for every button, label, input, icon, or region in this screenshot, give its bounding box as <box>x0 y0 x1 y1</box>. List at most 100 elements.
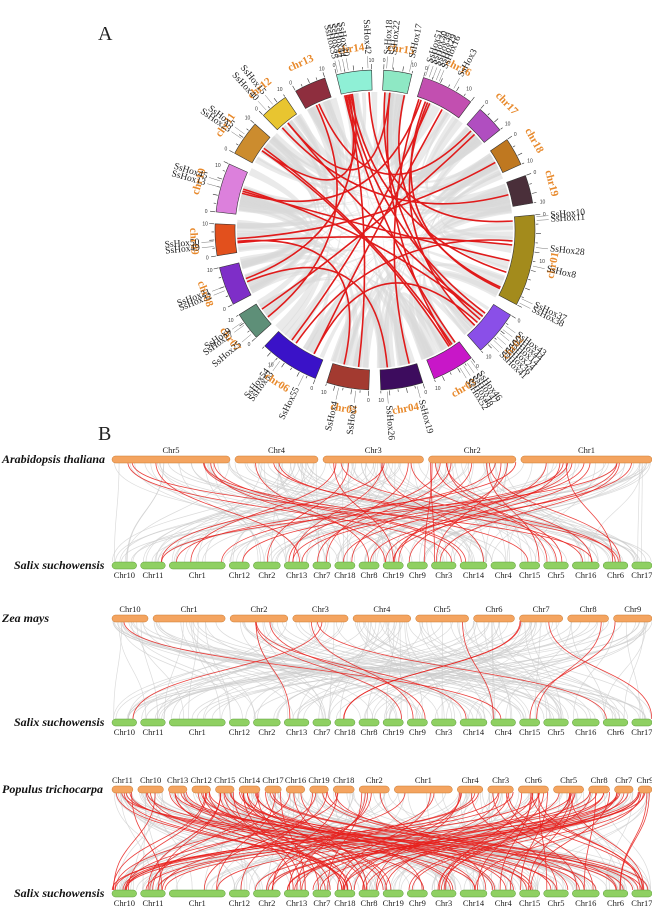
homolog-link <box>112 791 206 891</box>
gene-leader <box>257 101 267 111</box>
chromosome-bar <box>140 718 166 727</box>
homolog-link <box>288 791 369 891</box>
homolog-link <box>124 791 514 891</box>
duplication-link <box>393 98 420 364</box>
gene-label: SsHox26 <box>383 405 396 441</box>
background-link <box>438 162 510 210</box>
chromosome-bar <box>394 785 453 794</box>
gene-leader <box>338 59 342 72</box>
chromosome-label: chr14 <box>337 41 366 57</box>
chromosome-tick <box>235 143 239 146</box>
chromosome-tick <box>212 193 218 196</box>
background-link <box>364 461 568 563</box>
chromosome-block <box>416 77 472 119</box>
homolog-link <box>370 461 632 563</box>
species-label: Populus trichocarpa <box>2 782 103 796</box>
background-link <box>264 461 376 563</box>
chromosome-tick <box>300 84 303 87</box>
chromosome-tick <box>471 96 475 102</box>
chromosome-bar <box>459 561 488 570</box>
gene-leader <box>386 56 388 69</box>
chromosome-bar <box>253 718 281 727</box>
background-link <box>303 620 537 720</box>
chromosome-bar <box>543 718 569 727</box>
chromosome-label: Chr15 <box>214 775 235 785</box>
background-link <box>130 620 256 720</box>
chromosome-label: Chr16 <box>575 727 596 737</box>
chromosome-label: Chr12 <box>229 898 250 908</box>
gene-leader <box>334 60 338 73</box>
chromosome-label: Chr7 <box>313 898 330 908</box>
segmental-duplication-links <box>237 92 513 368</box>
chromosome-bar <box>459 718 488 727</box>
background-link <box>641 461 643 563</box>
tick-label: 10 <box>540 199 546 205</box>
background-link <box>575 791 620 891</box>
chromosome-label: Chr3 <box>492 775 509 785</box>
homolog-link <box>408 791 618 891</box>
chromosome-label: Chr2 <box>464 445 481 455</box>
chromosome-label: Chr17 <box>631 727 652 737</box>
chromosome-label: Chr10 <box>114 898 135 908</box>
chromosome-bar <box>111 718 137 727</box>
duplication-link <box>237 236 513 246</box>
chromosome-tick <box>225 295 229 298</box>
chromosome-bar <box>487 785 514 794</box>
background-link <box>573 620 616 720</box>
chromosome-label: Chr15 <box>519 570 540 580</box>
chromosome-bar <box>382 561 404 570</box>
chromosome-tick <box>350 389 352 395</box>
background-link <box>530 620 562 720</box>
background-link <box>535 461 596 563</box>
chromosome-label: Chr10 <box>140 775 161 785</box>
gene-leader <box>521 298 533 305</box>
background-link <box>116 620 492 720</box>
tick-label: 10 <box>245 115 251 121</box>
homolog-link <box>255 620 291 720</box>
homolog-link <box>242 791 302 891</box>
background-link <box>111 461 296 563</box>
chromosome-label: Chr5 <box>560 775 577 785</box>
duplication-link <box>398 94 501 288</box>
homolog-link <box>375 791 460 891</box>
chromosome-tick <box>481 350 484 354</box>
homolog-link <box>343 620 521 720</box>
background-link <box>190 461 443 563</box>
chromosome-tick <box>487 113 490 116</box>
chromosome-label: Chr4 <box>373 604 391 614</box>
chromosome-block <box>382 69 413 95</box>
background-link <box>385 620 395 720</box>
background-link <box>456 620 539 720</box>
background-link <box>145 461 301 563</box>
chromosome-label: Chr12 <box>229 727 250 737</box>
chromosome-label: Chr19 <box>308 775 329 785</box>
background-link <box>388 620 646 720</box>
background-link <box>437 461 617 563</box>
background-link <box>239 248 503 290</box>
chromosome-tick <box>352 65 355 71</box>
background-link <box>408 102 470 175</box>
chromosome-block <box>326 363 370 391</box>
background-link <box>245 620 395 720</box>
chromosome-bar <box>631 561 652 570</box>
tick-label: 10 <box>277 87 283 93</box>
background-link <box>142 620 647 720</box>
chromosome-bar <box>631 889 652 898</box>
chromosome-tick <box>457 368 461 373</box>
tick-label: 10 <box>486 354 492 360</box>
chromosome-bar <box>631 718 652 727</box>
duplication-link <box>281 127 509 205</box>
chromosome-tick <box>236 314 239 317</box>
homolog-link <box>462 620 494 720</box>
homolog-link <box>327 791 363 891</box>
chromosome-label: Chr6 <box>607 570 624 580</box>
background-link <box>637 461 640 563</box>
homolog-link <box>113 791 156 891</box>
chromosome-bar <box>602 718 629 727</box>
homolog-link <box>287 791 646 891</box>
